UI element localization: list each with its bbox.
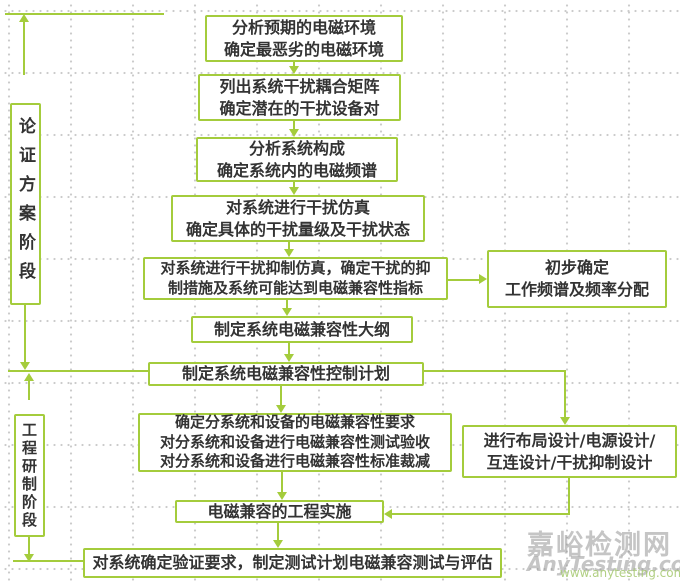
connector-plan-to-requirements bbox=[280, 386, 282, 406]
node-subsystem-requirements: 确定分系统和设备的电磁兼容性要求 对分系统和设备进行电磁兼容性测试验收 对分系统… bbox=[138, 413, 452, 472]
connector-composition-to-simulation bbox=[293, 182, 295, 188]
connector-phase2-up bbox=[28, 381, 30, 400]
connector-plan-right-vertical bbox=[564, 370, 566, 417]
watermark-site-url: www.anytesting.com bbox=[560, 566, 680, 580]
phase-box-engineering: 工程研制阶段 bbox=[14, 414, 45, 537]
arrowhead-down-icon bbox=[289, 66, 299, 74]
arrowhead-down-icon bbox=[284, 354, 294, 362]
connector-top-vertical bbox=[23, 21, 25, 75]
connector-suppression-to-outline bbox=[286, 300, 288, 309]
phase-label-demonstration: 论证方案阶段 bbox=[15, 117, 35, 291]
connector-matrix-to-composition bbox=[293, 121, 295, 130]
arrowhead-down-icon bbox=[289, 187, 299, 195]
arrowhead-down-icon bbox=[276, 405, 286, 413]
connector-junction-to-verification bbox=[13, 560, 83, 562]
arrowhead-up-icon bbox=[19, 14, 29, 22]
node-system-composition: 分析系统构成 确定系统内的电磁频谱 bbox=[196, 137, 398, 182]
arrowhead-down-icon bbox=[24, 554, 34, 562]
node-control-plan: 制定系统电磁兼容性控制计划 bbox=[148, 362, 424, 386]
node-layout-design: 进行布局设计/电源设计/ 互连设计/干扰抑制设计 bbox=[462, 425, 677, 478]
arrowhead-down-icon bbox=[282, 308, 292, 316]
watermark-site-name: 嘉峪检测网 bbox=[527, 530, 672, 561]
connector-simulation-to-suppression bbox=[288, 242, 290, 250]
connector-outline-to-plan bbox=[288, 343, 290, 355]
node-suppression-simulation: 对系统进行干扰抑制仿真，确定干扰的抑 制措施及系统可能达到电磁兼容性指标 bbox=[143, 257, 448, 300]
watermark-site-domain: AnyTesting.com bbox=[527, 552, 680, 576]
connector-layout-left-horizontal bbox=[392, 513, 570, 515]
node-interference-simulation: 对系统进行干扰仿真 确定具体的干扰量级及干扰状态 bbox=[171, 195, 425, 242]
node-coupling-matrix: 列出系统干扰耦合矩阵 确定潜在的干扰设备对 bbox=[198, 74, 401, 121]
arrowhead-down-icon bbox=[289, 129, 299, 137]
connector-top-horizontal bbox=[5, 13, 164, 15]
arrowhead-left-icon bbox=[384, 509, 392, 519]
node-analyze-env: 分析预期的电磁环境 确定最恶劣的电磁环境 bbox=[205, 15, 403, 62]
connector-phase1-down bbox=[24, 305, 26, 363]
arrowhead-down-icon bbox=[284, 249, 294, 257]
connector-env-to-matrix bbox=[293, 62, 295, 67]
connector-layout-down-vertical bbox=[568, 478, 570, 515]
arrowhead-down-icon bbox=[20, 362, 30, 370]
node-emc-outline: 制定系统电磁兼容性大纲 bbox=[191, 316, 413, 343]
arrowhead-up-icon bbox=[24, 373, 34, 381]
phase-box-demonstration: 论证方案阶段 bbox=[10, 103, 41, 305]
connector-plan-right-horizontal bbox=[424, 370, 566, 372]
arrowhead-down-icon bbox=[277, 492, 287, 500]
node-verification: 对系统确定验证要求，制定测试计划电磁兼容测试与评估 bbox=[83, 548, 502, 578]
node-engineering-implementation: 电磁兼容的工程实施 bbox=[175, 500, 384, 523]
arrowhead-right-icon bbox=[479, 274, 487, 284]
arrowhead-down-icon bbox=[273, 540, 283, 548]
arrowhead-down-icon bbox=[560, 417, 570, 425]
connector-implementation-to-verification bbox=[277, 523, 279, 541]
connector-phase2-down bbox=[28, 537, 30, 555]
connector-requirements-to-implementation bbox=[281, 472, 283, 493]
node-frequency-allocation: 初步确定 工作频谱及频率分配 bbox=[487, 250, 667, 308]
connector-junction-to-plan bbox=[8, 370, 148, 372]
connector-suppression-to-frequency bbox=[448, 279, 480, 281]
phase-label-engineering: 工程研制阶段 bbox=[20, 421, 38, 530]
